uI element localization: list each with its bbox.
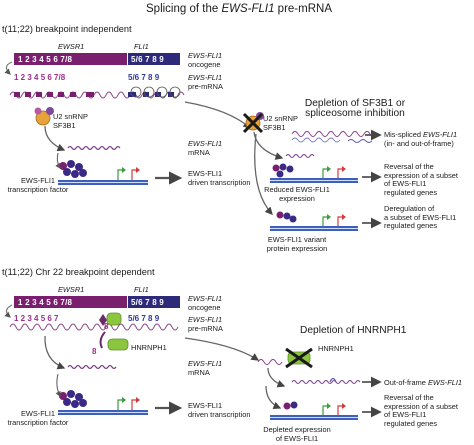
panel1-splice-arrow <box>253 131 284 160</box>
mrna-wave-2 <box>67 364 117 370</box>
fli1-pre-mrna-exons-2: 5/6 7 8 9 <box>128 314 160 323</box>
panel2-splice-arrow <box>267 367 286 388</box>
panel2-heading: Depletion of HNRNPH1 <box>300 325 407 336</box>
ewsr1-pre-mrna-exons-2: 1 2 3 4 5 6 7 <box>14 314 59 323</box>
tf-protein-1 <box>59 160 87 178</box>
ewsr1-pre-mrna-exons: 1 2 3 4 5 6 7/8 <box>14 73 66 82</box>
hnrnph1-depleted <box>285 347 313 369</box>
out-of-frame-wave <box>291 379 361 385</box>
section2-label: t(11;22) Chr 22 breakpoint dependent <box>2 267 155 277</box>
fli1-pre-mrna-exons: 5/6 7 8 9 <box>128 73 160 82</box>
mis-spliced-wave-2 <box>291 137 341 143</box>
mrna-wave-1 <box>67 145 121 151</box>
section1-label: t(11;22) breakpoint independent <box>2 24 132 34</box>
fli1-gene-label: FLI1 <box>134 42 149 51</box>
u2-snrnp-complex <box>34 107 54 126</box>
fli1-exon-bar: 5/6 7 8 9 <box>128 53 180 65</box>
panel2-premrna-wave <box>257 359 283 365</box>
hnrnph1-depleted-label: HNRNPH1 <box>318 344 354 353</box>
transcription-arrow-1 <box>4 61 13 75</box>
fli1-gene-label-2: FLI1 <box>134 285 149 294</box>
pre-mrna-wave-2 <box>9 323 179 331</box>
to-panel1-arrow <box>184 101 251 129</box>
promoter-panel1-variant <box>322 214 346 226</box>
promoter-2 <box>117 397 140 410</box>
hnrnph1-bound <box>99 312 122 326</box>
tf-protein-panel2 <box>283 401 298 410</box>
u2-inhibited <box>242 112 264 134</box>
splice-arrow-2 <box>44 335 66 370</box>
hnrnph1-protein <box>107 338 129 351</box>
variant-branch-arrow <box>254 133 273 215</box>
out-of-frame-label: Out-of-frame EWS-FLI1 <box>384 378 463 387</box>
promoter-panel2 <box>322 403 346 415</box>
pre-mrna-exons-1 <box>14 92 94 97</box>
out-of-frame-exon <box>329 377 337 383</box>
dna-panel1-variant <box>270 226 358 231</box>
mis-spliced-wave-1 <box>291 131 377 137</box>
tf-protein-panel1 <box>272 163 294 178</box>
ewsr1-exon-bar: 1 2 3 4 5 6 7/8 <box>14 53 127 65</box>
mis-spliced-wave-3 <box>347 139 373 143</box>
dna-1 <box>58 180 148 185</box>
translation-arrow-1 <box>55 152 61 169</box>
tf-protein-2 <box>59 390 87 408</box>
dna-2 <box>58 410 148 415</box>
hnrnph1-label: HNRNPH1 <box>131 343 167 352</box>
ewsr1-gene-label: EWSR1 <box>58 42 85 51</box>
exon-8-excluded-label: 8 <box>92 347 97 356</box>
dna-panel2 <box>270 415 358 420</box>
mis-spliced-label: Mis-spliced EWS-FLI1(in- and out-of-fram… <box>384 130 458 148</box>
ewsr1-exon-bar-2: 1 2 3 4 5 6 7/8 <box>14 296 127 308</box>
panel1-mrna-wave <box>285 153 315 159</box>
promoter-panel1 <box>322 166 346 178</box>
fli-loops <box>130 86 181 98</box>
to-panel2-arrow <box>184 337 260 361</box>
ewsr1-gene-label-2: EWSR1 <box>58 285 85 294</box>
translation-arrow-2 <box>55 373 61 397</box>
splice-arrow-1 <box>44 125 66 152</box>
exon8-hook <box>99 331 106 349</box>
figure-title: Splicing of the EWS-FLI1 pre-mRNA <box>146 3 332 15</box>
transcription-arrow-2 <box>4 304 13 318</box>
variant-protein <box>276 211 297 223</box>
panel2-translation-arrow <box>265 385 282 410</box>
dna-panel1 <box>270 178 358 183</box>
fli1-exon-bar-2: 5/6 7 8 9 <box>128 296 180 308</box>
promoter-1 <box>117 167 140 180</box>
